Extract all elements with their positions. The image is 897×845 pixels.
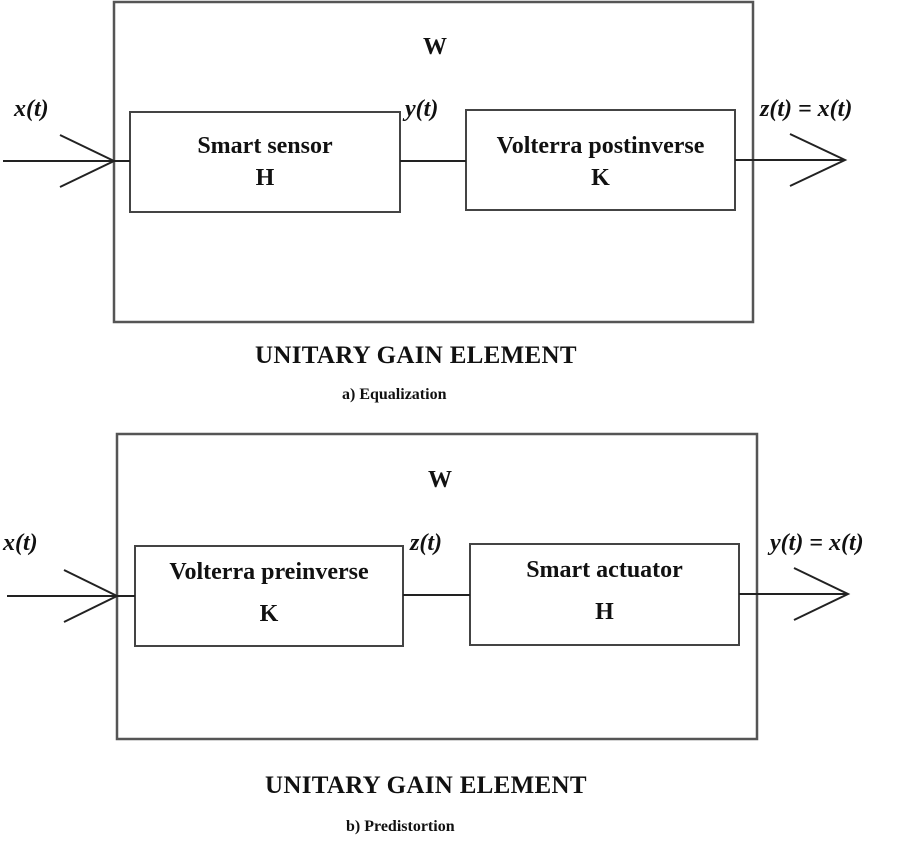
block-smart-sensor-text: Smart sensor H	[130, 130, 400, 194]
block-symbol: K	[591, 165, 610, 191]
outer-label-w-a: W	[423, 34, 447, 60]
output-arrowhead-b	[793, 567, 851, 621]
subcaption-a: a) Equalization	[342, 386, 447, 403]
input-arrowhead-a	[59, 134, 117, 188]
output-signal-label-b: y(t) = x(t)	[770, 530, 864, 556]
outer-label-w-b: W	[428, 467, 452, 493]
intermediate-signal-label-b: z(t)	[410, 530, 442, 556]
element-caption-b: UNITARY GAIN ELEMENT	[265, 772, 587, 799]
block-name: Volterra preinverse	[169, 559, 369, 585]
block-name: Smart actuator	[526, 557, 683, 583]
block-volterra-preinverse-text: Volterra preinverse K	[135, 556, 403, 630]
block-symbol: H	[595, 599, 614, 625]
input-signal-label-b: x(t)	[3, 530, 38, 556]
outer-box-w-b	[115, 432, 759, 741]
subcaption-b: b) Predistortion	[346, 818, 455, 835]
block-symbol: K	[259, 601, 279, 627]
block-smart-actuator-text: Smart actuator H	[470, 554, 739, 628]
block-symbol: H	[255, 165, 275, 191]
input-signal-label-a: x(t)	[14, 96, 49, 122]
block-name: Volterra postinverse	[496, 133, 705, 159]
input-arrowhead-b	[63, 569, 120, 623]
output-arrowhead-a	[789, 133, 848, 187]
output-signal-label-a: z(t) = x(t)	[760, 96, 853, 122]
block-volterra-postinverse-text: Volterra postinverse K	[466, 130, 735, 194]
intermediate-signal-label-a: y(t)	[405, 96, 439, 122]
element-caption-a: UNITARY GAIN ELEMENT	[255, 342, 577, 369]
block-name: Smart sensor	[197, 133, 333, 159]
